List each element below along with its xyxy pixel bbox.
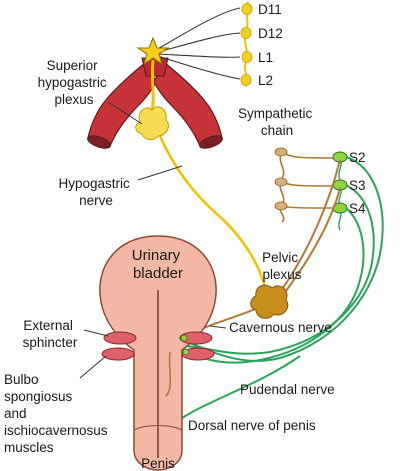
pelvic-plexus [250, 284, 289, 319]
sympathetic-chain-trunk [240, 1, 253, 87]
label-d11: D11 [258, 2, 282, 17]
label-s2: S2 [349, 150, 366, 165]
label-superior-hypogastric-plexus: Superior hypogastric plexus [38, 58, 111, 107]
label-sympathetic-chain: Sympathetic chain [238, 106, 316, 138]
pointer-bulbospongiosus [79, 355, 107, 379]
superior-hypogastric-plexus [135, 106, 169, 141]
label-d12: D12 [258, 26, 283, 41]
pelvic-splanchnic-nerves [279, 159, 341, 297]
label-penis: Penis [141, 456, 175, 471]
pointer-hypogastric-nerve [137, 165, 183, 181]
sacral-root-bulbs [274, 147, 288, 211]
ganglion-d11 [241, 3, 253, 15]
label-urinary-bladder: Urinary bladder [132, 247, 185, 282]
label-l1: L1 [258, 50, 273, 65]
label-dorsal-nerve-of-penis: Dorsal nerve of penis [188, 418, 316, 433]
label-hypogastric-nerve: Hypogastric nerve [58, 176, 133, 208]
sympathetic-chain-connections [155, 7, 241, 80]
ganglion-l1 [241, 51, 253, 63]
label-s3: S3 [349, 178, 366, 193]
sacral-parasympathetic-fibers [279, 151, 341, 223]
muscle-nerve-endings [180, 334, 190, 356]
label-pelvic-plexus: Pelvic plexus [262, 250, 302, 282]
label-cavernous-nerve: Cavernous nerve [229, 320, 332, 335]
urinary-bladder-penis [99, 235, 217, 471]
ganglion-d12 [240, 27, 252, 39]
cavernous-nerve-shaft-branch [165, 351, 172, 397]
external-sphincter [103, 331, 213, 345]
label-pudendal-nerve: Pudendal nerve [240, 382, 335, 397]
bulbospongiosus-muscles [101, 347, 215, 361]
sacral-nodes [332, 151, 348, 214]
label-s4: S4 [349, 201, 366, 216]
pointer-superior-hypogastric [107, 101, 143, 125]
left-iliac-cut-end [87, 135, 111, 149]
label-l2: L2 [258, 73, 273, 88]
glans-line [133, 425, 183, 431]
pointer-cavernous-nerve [209, 325, 227, 329]
hypogastric-plexus-strand [150, 59, 155, 113]
superior-hypogastric-star-icon [136, 36, 170, 66]
pointer-external-sphincter [83, 329, 109, 337]
label-bulbospongiosus-muscles: Bulbo spongiosus and ischiocavernosus mu… [4, 372, 111, 455]
pudendal-nerve-fibers [177, 156, 384, 453]
aortic-bifurcation [87, 57, 223, 149]
ganglion-l2 [240, 74, 252, 86]
hypogastric-nerve-path [158, 135, 268, 291]
label-external-sphincter: External sphincter [23, 318, 78, 350]
right-iliac-cut-end [199, 135, 223, 149]
